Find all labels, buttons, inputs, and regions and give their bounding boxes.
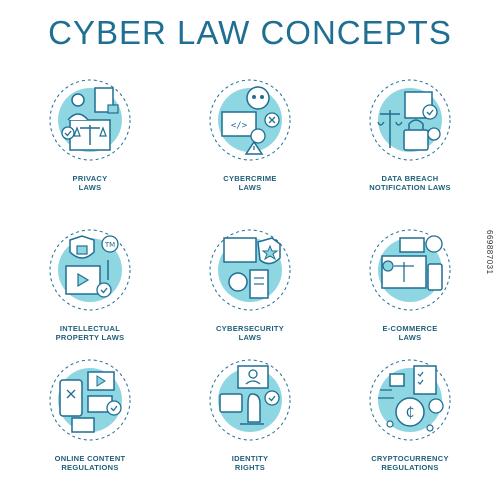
cybercrime-laws-icon: </> xyxy=(209,79,291,161)
data-breach-icon xyxy=(369,79,451,161)
online-content-icon xyxy=(49,359,131,441)
privacy-laws-icon xyxy=(49,79,131,161)
identity-rights-icon xyxy=(209,359,291,441)
page-title: CYBER LAW CONCEPTS xyxy=(48,14,452,51)
intellectual-property-icon: TM xyxy=(49,229,131,311)
svg-text:TM: TM xyxy=(104,241,115,249)
e-commerce-laws-icon xyxy=(369,229,451,311)
cybersecurity-laws-icon xyxy=(209,229,291,311)
svg-text:</>: </> xyxy=(231,121,248,131)
svg-text:₵: ₵ xyxy=(406,405,415,421)
cryptocurrency-icon: ₵ xyxy=(369,359,451,441)
stock-id: 669887031 xyxy=(485,230,494,275)
